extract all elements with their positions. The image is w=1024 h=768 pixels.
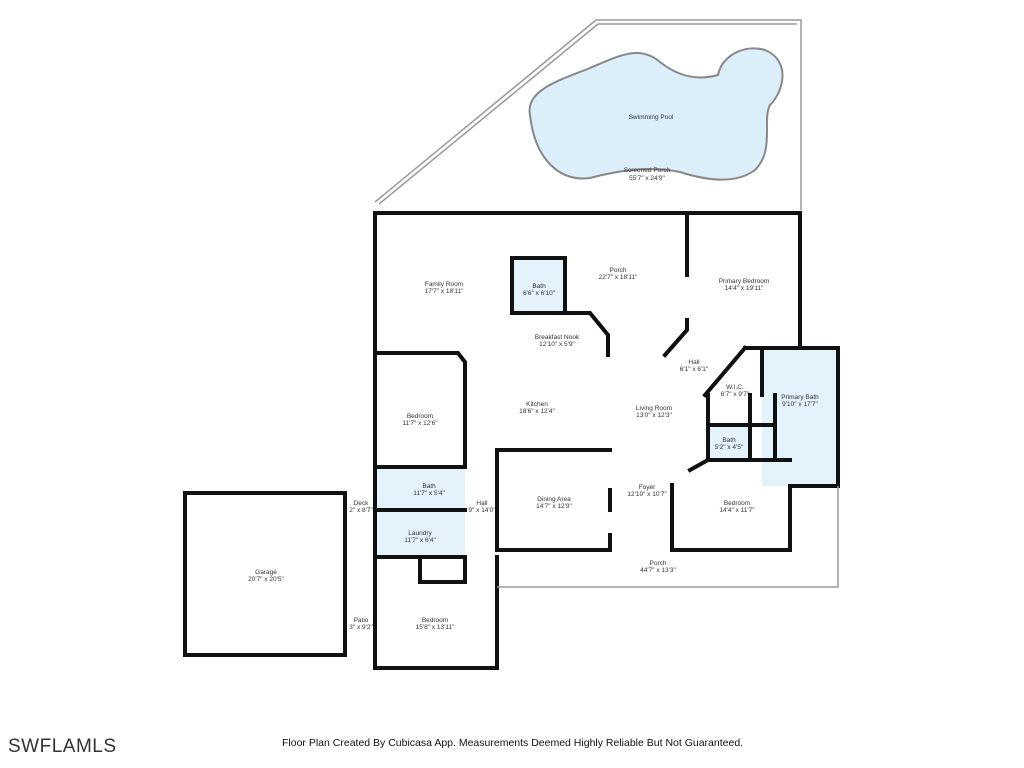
room-size: 15'8" x 13'11" (416, 624, 455, 631)
room-name: Swimming Pool (629, 114, 674, 121)
room-name: Bedroom (422, 617, 448, 624)
walls (183, 211, 840, 670)
room-size: 9" x 14'0" (468, 507, 496, 514)
room-name: Bath (422, 483, 436, 490)
bath-left-fill (375, 467, 465, 510)
mls-logo: SWFLAMLS (8, 736, 117, 757)
room-size: 12'10" x 5'9" (539, 341, 575, 348)
room-name: Hall (476, 500, 488, 507)
room-name: Living Room (636, 405, 672, 412)
room-size: 20'7" x 20'5" (248, 576, 284, 583)
room-name: Hall (688, 359, 700, 366)
room-name: Kitchen (526, 401, 548, 408)
room-name: Bath (532, 283, 546, 290)
room-size: 12'10" x 10'7" (627, 491, 667, 498)
room-size: 6'7" x 9'7" (721, 391, 750, 398)
room-size: 55'7" x 24'9" (629, 175, 665, 182)
screened-porch-enclosure (374, 19, 802, 210)
disclaimer-text: Floor Plan Created By Cubicasa App. Meas… (282, 737, 744, 749)
room-size: 9'10" x 17'7" (782, 401, 818, 408)
room-name: Patio (354, 617, 369, 624)
room-size: 6'6" x 6'10" (523, 290, 556, 297)
room-name: Dining Area (537, 496, 571, 503)
room-size: 6'1" x 6'1" (680, 366, 709, 373)
room-size: 5'2" x 4'5" (715, 444, 744, 451)
room-size: 11'7" x 5'4" (413, 490, 445, 497)
room-size: 17'7" x 18'11" (425, 288, 464, 295)
room-size: 22'7" x 18'11" (599, 274, 638, 281)
room-name: Screened Porch (624, 167, 671, 174)
room-size: 11'7" x 6'4" (404, 537, 436, 544)
room-size: 18'6" x 12'4" (519, 408, 555, 415)
room-name: Deck (354, 500, 370, 507)
room-name: Bedroom (407, 413, 433, 420)
room-size: 14'4" x 19'11" (725, 285, 764, 292)
room-size: 11'7" x 12'6" (402, 420, 438, 427)
room-name: Family Room (425, 281, 463, 288)
room-size: 13'0" x 12'3" (636, 412, 672, 419)
room-size: 2" x 8'7" (349, 507, 373, 514)
room-size: 14'4" x 11'7" (719, 507, 755, 514)
bath-center-fill (512, 258, 565, 313)
room-name: Porch (610, 267, 627, 274)
room-size: 44'7" x 13'3" (640, 567, 676, 574)
room-name: Bath (722, 437, 736, 444)
room-name: Breakfast Nook (535, 334, 580, 341)
room-name: Foyer (639, 484, 656, 491)
swimming-pool (528, 47, 784, 181)
room-size: 3" x 9'2" (349, 624, 373, 631)
room-name: Porch (650, 560, 667, 567)
room-size: 14'7" x 12'9" (536, 503, 572, 510)
room-name: Bedroom (724, 500, 750, 507)
room-name: Laundry (408, 530, 432, 537)
room-name: W.I.C. (726, 384, 744, 391)
room-name: Primary Bath (781, 394, 819, 401)
bath-small-fill (708, 425, 750, 460)
room-name: Garage (255, 569, 277, 576)
laundry-fill (375, 510, 465, 557)
room-name: Primary Bedroom (719, 278, 770, 285)
